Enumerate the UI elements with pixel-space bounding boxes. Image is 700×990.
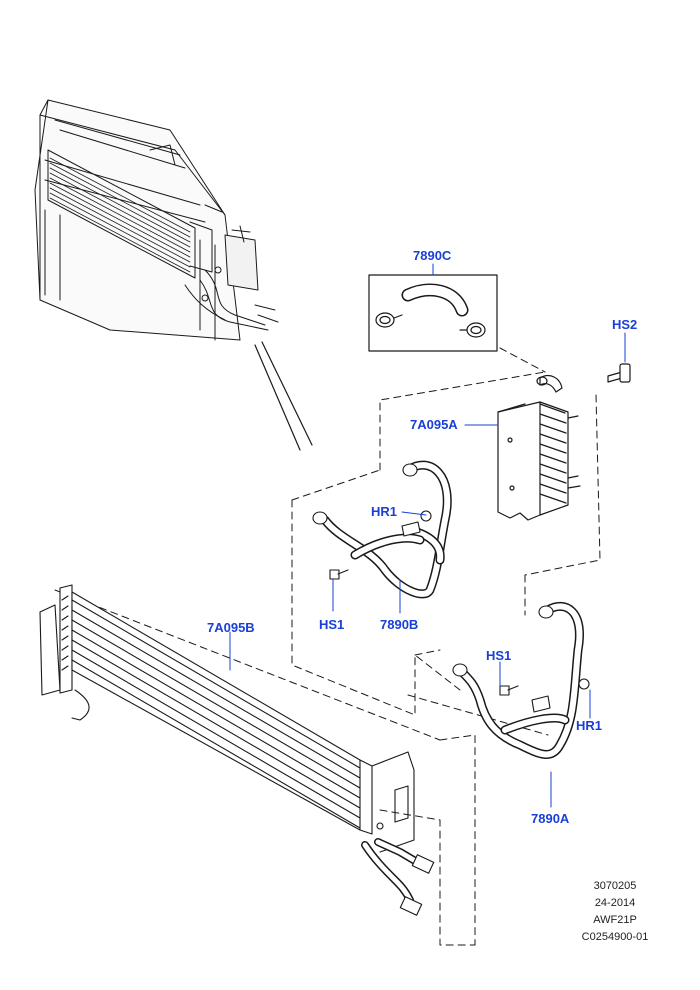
callout-HR1[interactable]: HR1 [371, 504, 398, 519]
reference-model-code: AWF21P [593, 914, 637, 926]
callout-leaders [229, 263, 626, 808]
callout-7A095B[interactable]: 7A095B [207, 620, 255, 635]
callout-7890C[interactable]: 7890C [413, 248, 452, 263]
reference-block: 3070205 24-2014 AWF21P C0254900-01 [560, 878, 670, 946]
hose-assembly-7890A [452, 601, 590, 759]
callout-7A095A[interactable]: 7A095A [410, 417, 458, 432]
callout-7890A[interactable]: 7890A [531, 811, 570, 826]
callout-HS1-lower[interactable]: HS1 [486, 648, 512, 663]
hose-assembly-7890B [312, 460, 452, 599]
oil-cooler-7A095A [497, 375, 581, 521]
hose-kit-7890C [368, 274, 498, 352]
callout-7890B[interactable]: 7890B [380, 617, 419, 632]
reference-illustration-id: C0254900-01 [581, 931, 649, 943]
reference-number: 3070205 [593, 880, 637, 892]
bolt-HS2 [607, 363, 631, 383]
callout-HS1[interactable]: HS1 [319, 617, 345, 632]
reference-date-code: 24-2014 [594, 897, 636, 909]
dashed-group-outlines [54, 347, 601, 946]
transmission-cooler-7A095B [39, 584, 435, 916]
overview-radiator-assembly [34, 99, 279, 341]
callout-HS2[interactable]: HS2 [612, 317, 638, 332]
overview-leader-lines [254, 341, 313, 451]
callout-HR1-lower[interactable]: HR1 [576, 718, 603, 733]
